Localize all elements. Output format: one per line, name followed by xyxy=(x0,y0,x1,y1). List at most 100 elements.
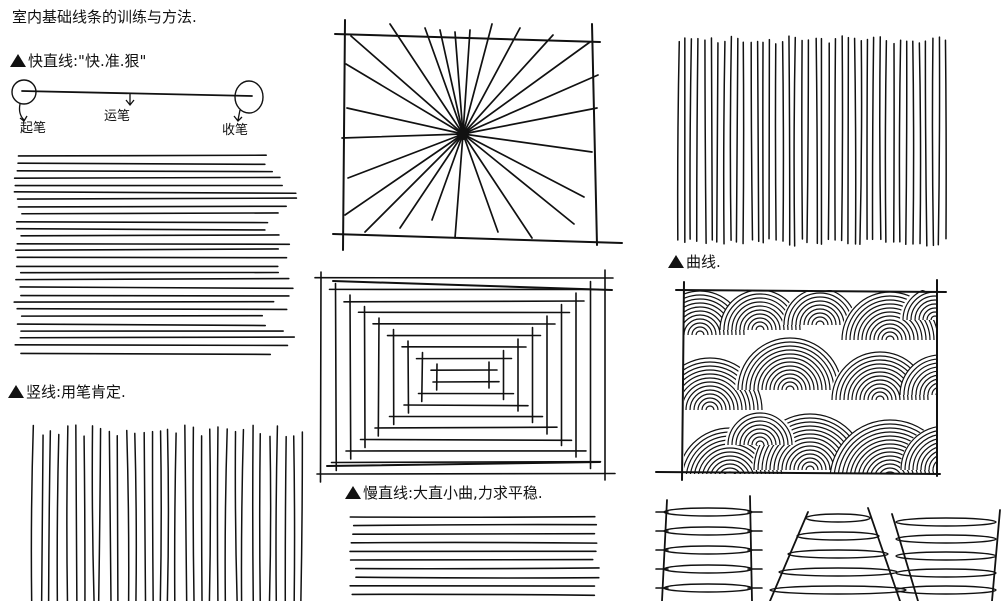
radial-line xyxy=(462,133,575,225)
vertical-line xyxy=(931,37,935,247)
frame-bottom xyxy=(332,233,623,244)
vertical-line xyxy=(97,427,102,601)
scale-arc xyxy=(870,459,910,474)
vertical-line xyxy=(884,39,888,243)
fast-line xyxy=(21,212,279,215)
scale-arc xyxy=(867,387,893,401)
fast-line-heading: 快直线:"快.准.狠" xyxy=(10,54,146,69)
scale-arc xyxy=(866,455,914,474)
scale-arc xyxy=(684,369,751,411)
vertical-line xyxy=(292,435,296,601)
vertical-line xyxy=(793,36,797,247)
scale-arc xyxy=(689,389,731,411)
radial-line xyxy=(462,23,493,135)
radial-lines-square xyxy=(332,19,623,251)
scale-arc xyxy=(900,426,938,471)
scale-arc xyxy=(718,467,742,474)
scale-arc xyxy=(883,471,897,474)
scale-arc xyxy=(919,374,938,396)
start-circle xyxy=(11,79,37,105)
vertical-line xyxy=(173,432,177,601)
triangle-marker-icon xyxy=(668,255,684,268)
vertical-line xyxy=(788,35,791,246)
slow-line xyxy=(351,593,596,597)
square-bottom xyxy=(316,472,616,475)
ladder-ellipse xyxy=(787,549,889,559)
scale-arc xyxy=(781,381,799,391)
triangle-marker-icon xyxy=(8,385,24,398)
scale-arc xyxy=(875,395,885,401)
scale-arc xyxy=(761,361,819,391)
vertical-line xyxy=(801,39,804,240)
ladder-ellipse xyxy=(805,513,871,523)
fast-line xyxy=(20,234,280,237)
scale-arc xyxy=(693,393,727,411)
scale-arc xyxy=(923,378,938,396)
scale-arc xyxy=(684,314,721,336)
arc-frame-left xyxy=(681,281,685,481)
vertical-line xyxy=(268,435,272,601)
vertical-line xyxy=(66,425,69,601)
vertical-line xyxy=(689,38,693,240)
vertical-line xyxy=(56,433,60,601)
scale-arc xyxy=(845,295,935,341)
scale-arc xyxy=(751,321,769,331)
scale-arc xyxy=(726,476,734,480)
scale-arc xyxy=(886,476,894,480)
scale-arc xyxy=(873,323,907,341)
vertical-line xyxy=(275,425,279,601)
vertical-line xyxy=(208,428,212,601)
slow-line xyxy=(355,576,600,579)
vertical-line xyxy=(912,40,915,245)
ladder-ellipse xyxy=(895,568,997,578)
vertical-line xyxy=(722,40,726,245)
ladder-ellipse xyxy=(895,534,997,544)
vertical-line xyxy=(159,430,162,601)
vertical-line xyxy=(853,37,857,245)
vertical-line xyxy=(240,428,245,601)
vertical-line xyxy=(704,39,707,245)
scale-arc xyxy=(739,424,781,446)
vertical-line xyxy=(300,431,304,601)
fast-line xyxy=(19,286,294,290)
scale-arc xyxy=(684,373,747,411)
vertical-line xyxy=(905,40,908,246)
ladder-ellipse xyxy=(663,507,753,517)
square-top xyxy=(343,300,585,303)
vertical-line xyxy=(710,37,714,241)
scale-arc xyxy=(747,432,773,446)
scale-arc xyxy=(878,467,902,474)
vertical-line xyxy=(815,37,819,245)
radial-line xyxy=(462,27,521,135)
scale-arc xyxy=(755,440,765,446)
scale-arc xyxy=(753,353,827,391)
frame-left xyxy=(342,19,346,251)
scale-arc xyxy=(829,419,938,474)
square-left xyxy=(420,351,424,403)
scale-arc xyxy=(904,430,938,471)
scale-arc xyxy=(881,331,899,341)
vertical-line xyxy=(729,35,733,242)
vertical-line xyxy=(676,40,681,241)
scale-arc xyxy=(941,466,949,470)
scale-arc xyxy=(908,434,938,471)
fast-line-demo xyxy=(11,79,264,122)
scale-arc xyxy=(691,326,709,336)
vertical-line xyxy=(879,36,882,241)
square-left xyxy=(377,317,380,437)
end-stroke-label: 收笔 xyxy=(222,123,249,138)
vertical-line xyxy=(871,36,875,241)
scale-arc xyxy=(918,303,938,321)
vertical-line-heading-text: 竖线:用笔肯定. xyxy=(26,383,126,401)
radial-line xyxy=(344,133,464,216)
scale-arc xyxy=(735,305,785,331)
vertical-line xyxy=(944,39,947,240)
scale-arc xyxy=(912,438,938,471)
scale-arc xyxy=(799,304,841,326)
radial-line xyxy=(389,23,464,135)
ladder-ellipse xyxy=(895,585,997,595)
scale-arc xyxy=(789,449,831,471)
vertical-line xyxy=(781,41,785,242)
vertical-line xyxy=(918,42,922,245)
radial-line xyxy=(346,107,464,135)
